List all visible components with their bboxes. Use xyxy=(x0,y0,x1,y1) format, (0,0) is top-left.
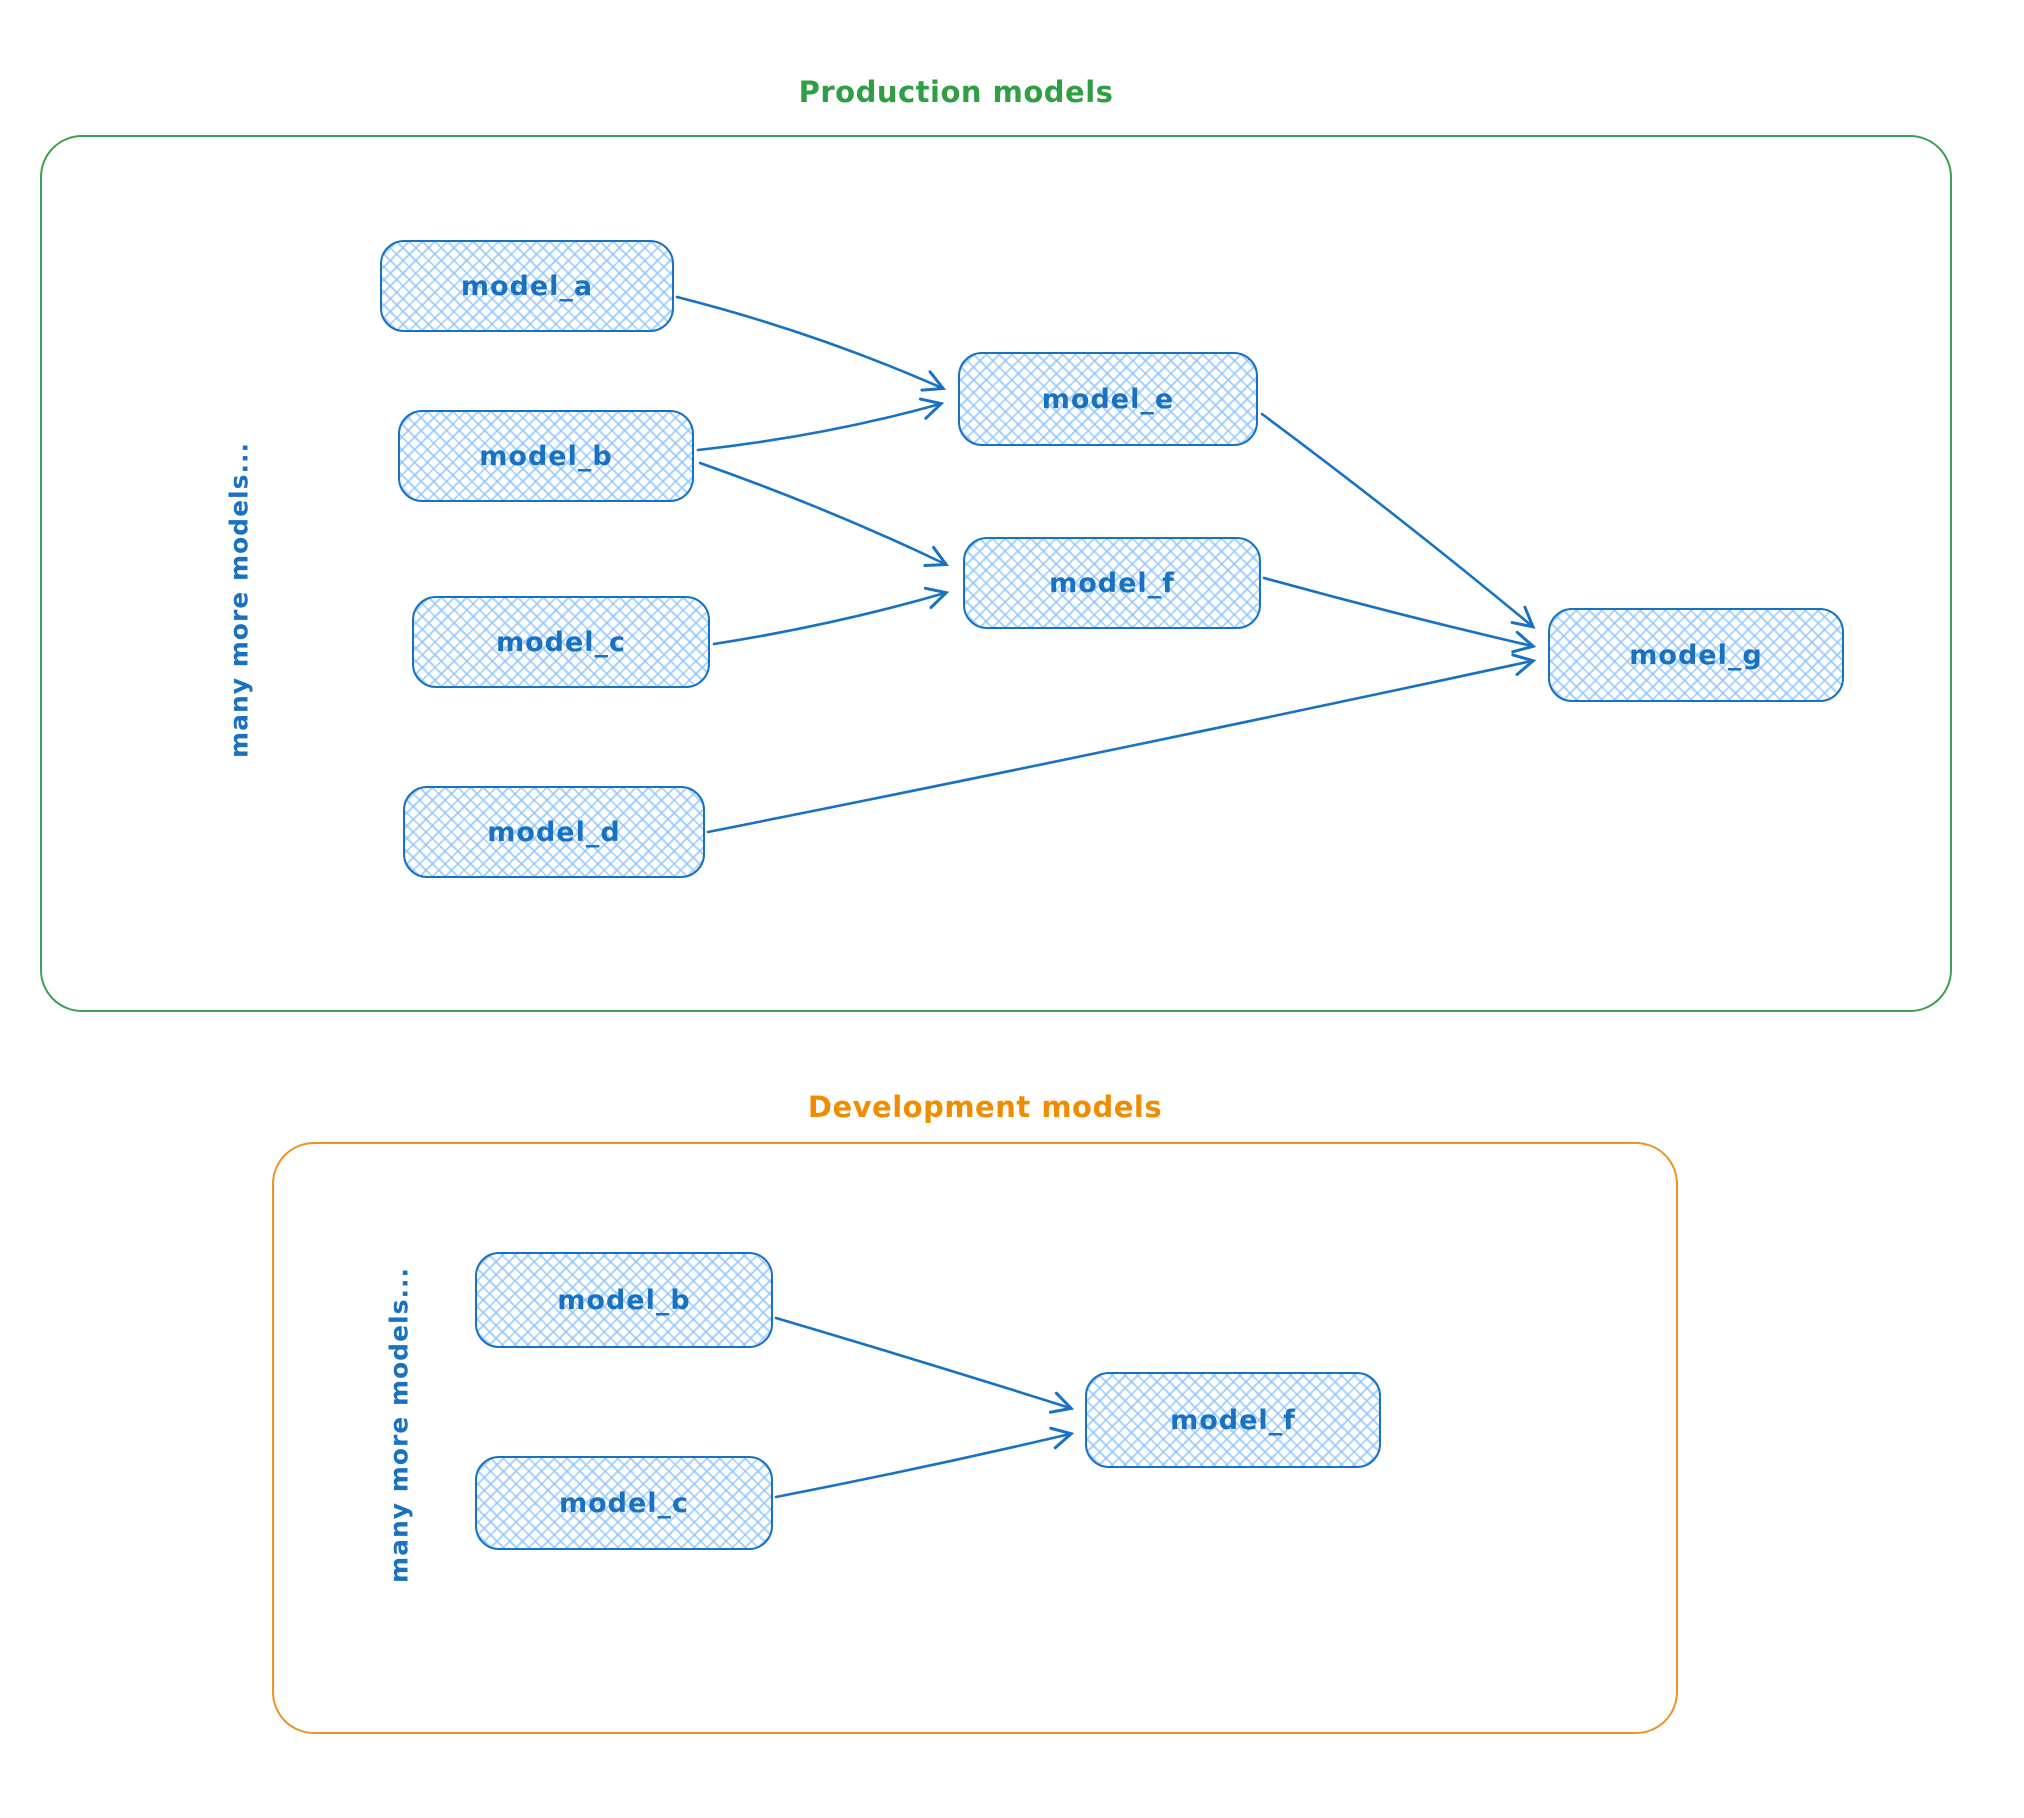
node-label-model_c: model_c xyxy=(495,626,627,658)
node-production-model_g: model_g xyxy=(1548,608,1844,702)
production-title: Production models xyxy=(798,75,1114,109)
node-label-dev-model_c: model_c xyxy=(558,1487,690,1519)
node-development-model_c: model_c xyxy=(475,1456,773,1550)
node-label-model_e: model_e xyxy=(1041,383,1175,415)
node-production-model_f: model_f xyxy=(963,537,1261,629)
node-development-model_f: model_f xyxy=(1085,1372,1381,1468)
node-label-model_b: model_b xyxy=(479,440,613,472)
node-label-model_d: model_d xyxy=(487,816,621,848)
node-label-dev-model_f: model_f xyxy=(1170,1404,1296,1436)
node-production-model_e: model_e xyxy=(958,352,1258,446)
node-production-model_d: model_d xyxy=(403,786,705,878)
node-label-model_g: model_g xyxy=(1629,639,1763,671)
production-side-label: many more models... xyxy=(224,442,254,758)
node-production-model_a: model_a xyxy=(380,240,674,332)
development-title: Development models xyxy=(807,1090,1163,1124)
node-label-dev-model_b: model_b xyxy=(557,1284,691,1316)
production-container xyxy=(40,135,1952,1012)
development-side-label: many more models... xyxy=(384,1267,414,1583)
node-production-model_c: model_c xyxy=(412,596,710,688)
node-development-model_b: model_b xyxy=(475,1252,773,1348)
node-label-model_a: model_a xyxy=(460,270,594,302)
node-label-model_f: model_f xyxy=(1049,567,1175,599)
node-production-model_b: model_b xyxy=(398,410,694,502)
development-container xyxy=(272,1142,1678,1734)
